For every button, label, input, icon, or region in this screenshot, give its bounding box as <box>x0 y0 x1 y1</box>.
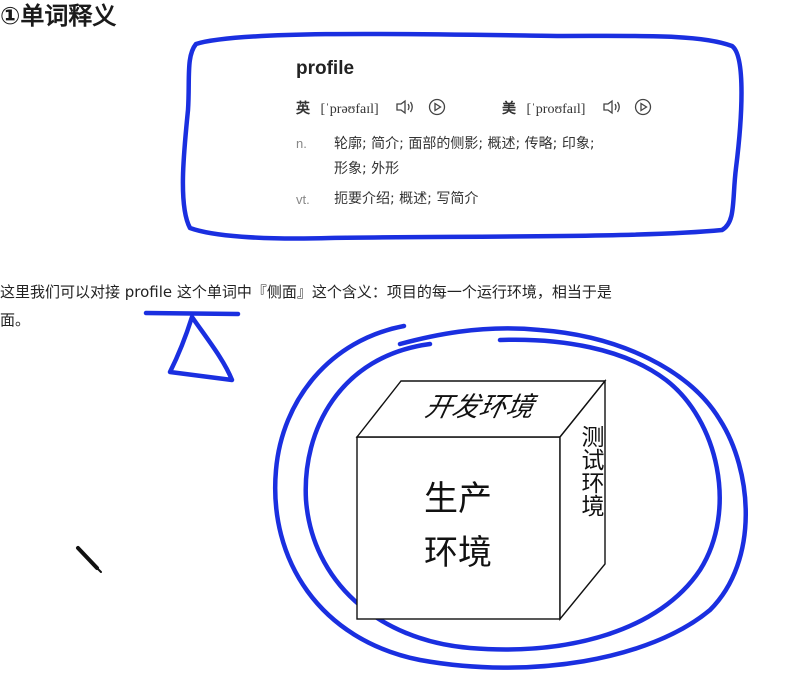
us-play-icon[interactable] <box>634 98 652 120</box>
side-face-label: 测试环境 <box>577 425 605 517</box>
dictionary-word: profile <box>296 58 355 79</box>
section-heading: ①单词释义 <box>0 2 117 30</box>
verb-pos: vt. <box>296 192 310 207</box>
uk-label: 英 <box>296 101 310 117</box>
cube-front-face <box>356 436 561 620</box>
explanation-paragraph: 这里我们可以对接 profile 这个单词中『侧面』这个含义：项目的每一个运行环… <box>0 278 790 334</box>
paragraph-line1: 这里我们可以对接 profile 这个单词中『侧面』这个含义：项目的每一个运行环… <box>0 283 612 301</box>
noun-definitions: 轮廓; 简介; 面部的侧影; 概述; 传略; 印象; 形象; 外形 <box>334 132 595 182</box>
noun-definition-line1: 轮廓; 简介; 面部的侧影; 概述; 传略; 印象; <box>334 136 595 152</box>
cube-side-face <box>559 379 606 621</box>
uk-speaker-icon[interactable] <box>395 99 415 119</box>
noun-pos: n. <box>296 136 307 151</box>
front-label-line1: 生产 <box>424 479 492 519</box>
dictionary-highlight-loop <box>180 31 744 241</box>
dictionary-card: profile 英 [ˈprəʊfaɪl] 美 [ˈproʊfaɪl] n. 轮… <box>296 58 706 207</box>
pen-cursor-icon <box>76 546 102 573</box>
us-phonetic: [ˈproʊfaɪl] <box>526 102 586 117</box>
cube-inner-loop <box>303 337 722 652</box>
arrow-triangle <box>167 314 235 383</box>
underline-stroke <box>143 310 241 317</box>
uk-play-icon[interactable] <box>428 98 446 120</box>
uk-phonetic: [ˈprəʊfaɪl] <box>320 102 379 117</box>
front-label-line2: 环境 <box>424 533 492 573</box>
paragraph-line2: 面。 <box>0 311 31 329</box>
top-face-label: 开发环境 <box>422 392 539 423</box>
noun-definition-line2: 形象; 外形 <box>334 161 400 177</box>
us-speaker-icon[interactable] <box>602 99 622 119</box>
uk-pronunciation: 英 [ˈprəʊfaɪl] <box>296 98 454 120</box>
us-pronunciation: 美 [ˈproʊfaɪl] <box>502 98 660 120</box>
cube-outer-loop <box>272 323 748 670</box>
us-label: 美 <box>502 101 516 117</box>
verb-definition: 扼要介绍; 概述; 写简介 <box>334 191 479 207</box>
